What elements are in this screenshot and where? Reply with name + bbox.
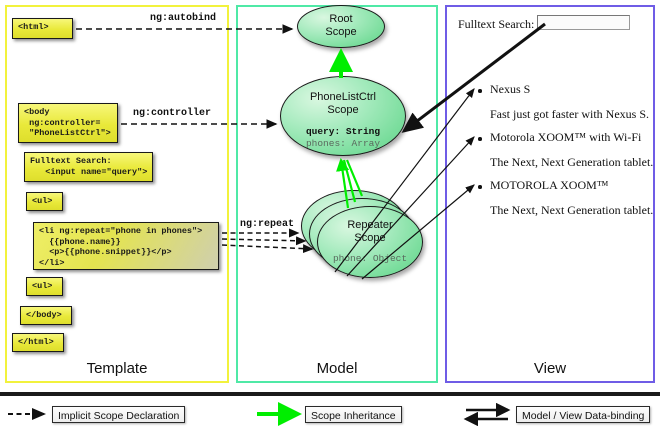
template-box-body-close: </body> <box>20 306 72 325</box>
connector-label-ng-autobind: ng:autobind <box>150 13 217 24</box>
legend-label-scope-inheritance: Scope Inheritance <box>305 406 402 423</box>
scope-root-title-line2: Scope <box>325 26 357 38</box>
scope-phonelistctrl-title-line1: PhoneListCtrl <box>309 91 377 103</box>
view-item-snippet-2: The Next, Next Generation tablet. <box>490 203 654 217</box>
scope-phonelistctrl-prop-query: query: String <box>305 126 381 137</box>
scope-root: Root Scope <box>297 5 385 48</box>
view-item-name-1: Motorola XOOM™ with Wi-Fi <box>490 130 642 144</box>
legend-arrow-overlay <box>8 402 511 427</box>
view-item-snippet-0: Fast just got faster with Nexus S. <box>490 107 649 121</box>
scope-phonelistctrl: PhoneListCtrl Scope query: String phones… <box>280 76 406 156</box>
legend-divider <box>0 392 660 396</box>
view-search-label: Fulltext Search: <box>458 17 535 31</box>
view-item-snippet-1: The Next, Next Generation tablet. <box>490 155 654 169</box>
view-bullet-2 <box>478 185 482 189</box>
template-box-fulltext-search: Fulltext Search: <input name="query"> <box>24 152 153 182</box>
template-box-li-ngrepeat: <li ng:repeat="phone in phones"> {{phone… <box>33 222 219 270</box>
view-search-input[interactable] <box>537 15 630 30</box>
connector-label-ng-controller: ng:controller <box>133 108 212 119</box>
template-box-ul-close: <ul> <box>26 277 63 296</box>
column-label-template: Template <box>86 360 148 377</box>
column-view: View <box>445 5 655 383</box>
column-label-view: View <box>533 360 567 377</box>
scope-phonelistctrl-prop-phones: phones: Array <box>305 137 381 149</box>
connector-label-ng-repeat: ng:repeat <box>240 219 295 230</box>
scope-repeater-title-line1: Repeater <box>347 219 393 231</box>
legend-label-implicit-scope-declaration: Implicit Scope Declaration <box>52 406 186 423</box>
view-bullet-0 <box>478 89 482 93</box>
scope-root-title-line1: Root <box>329 13 353 25</box>
template-box-body-open: <body ng:controller= "PhoneListCtrl"> <box>18 103 118 143</box>
template-box-html-open: <html> <box>12 18 73 39</box>
template-box-ul-open: <ul> <box>26 192 63 211</box>
legend: Implicit Scope Declaration Scope Inherit… <box>0 392 660 435</box>
scope-repeater-title-line2: Scope <box>354 232 386 244</box>
view-bullet-1 <box>478 137 482 141</box>
scope-repeater: Repeater Scope phone: Object <box>317 206 423 278</box>
template-box-html-close: </html> <box>12 333 64 352</box>
column-label-model: Model <box>316 360 358 377</box>
scope-repeater-prop-phone: phone: Object <box>332 253 408 264</box>
legend-label-model-view-data-binding: Model / View Data-binding <box>516 406 651 423</box>
view-item-name-0: Nexus S <box>490 82 531 96</box>
view-item-name-2: MOTOROLA XOOM™ <box>490 178 609 192</box>
scope-phonelistctrl-title-line2: Scope <box>327 104 359 116</box>
